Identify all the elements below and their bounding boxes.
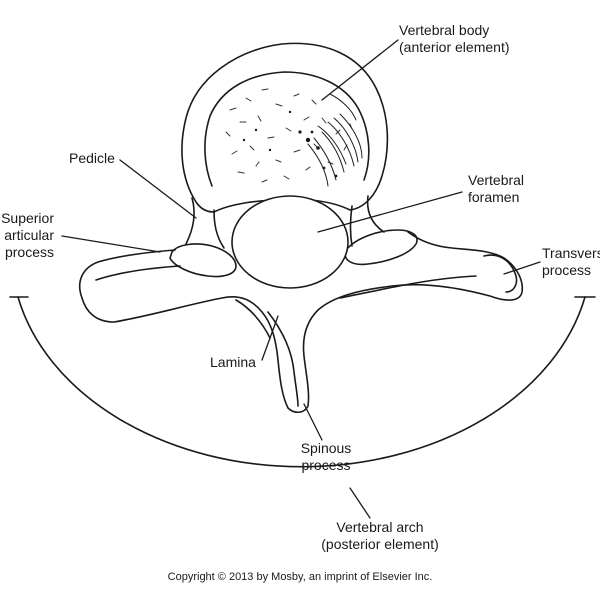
leader-superior-articular [61, 235, 161, 253]
left-pedicle [185, 197, 195, 245]
vertebral-body-outline [181, 42, 389, 213]
leader-vertebral-body [321, 39, 399, 101]
lamina-ridge [235, 299, 271, 339]
label-pedicle: Pedicle [69, 150, 115, 166]
cortical-hatching [307, 93, 363, 187]
transverse-tip [483, 254, 518, 293]
leader-transverse [503, 261, 541, 275]
spinous-inner-line [267, 311, 299, 407]
right-articular-facet [344, 229, 418, 266]
leader-vertebral-foramen [317, 191, 463, 233]
posterior-arch-outline [78, 231, 524, 414]
label-vertebral-body: Vertebral body (anterior element) [399, 22, 510, 55]
cancellous-texture [225, 88, 353, 183]
leader-pedicle [119, 159, 197, 219]
label-superior-articular-process: Superior articular process [1, 210, 54, 260]
left-articular-facet [169, 243, 237, 278]
leader-lines [61, 39, 541, 519]
vertebral-foramen [231, 195, 349, 289]
texture-dots [242, 110, 338, 178]
leader-lamina [261, 315, 279, 361]
left-pedicle-inner [213, 209, 225, 249]
leader-vertebral-arch [349, 487, 371, 519]
copyright-notice: Copyright © 2013 by Mosby, an imprint of… [167, 571, 433, 583]
label-vertebral-arch: Vertebral arch (posterior element) [321, 519, 439, 552]
leader-spinous [303, 403, 323, 441]
vertebral-arch-bracket [17, 296, 586, 468]
right-transverse-ridge [339, 275, 477, 299]
right-pedicle-inner [349, 205, 353, 247]
label-vertebral-foramen: Vertebral foramen [468, 172, 525, 205]
label-transverse-process: Transverse process [542, 245, 600, 278]
vertebral-body-rim [204, 71, 370, 187]
label-lamina: Lamina [210, 354, 256, 370]
left-transverse-ridge [95, 265, 181, 281]
label-spinous-process: Spinous process [300, 440, 352, 473]
